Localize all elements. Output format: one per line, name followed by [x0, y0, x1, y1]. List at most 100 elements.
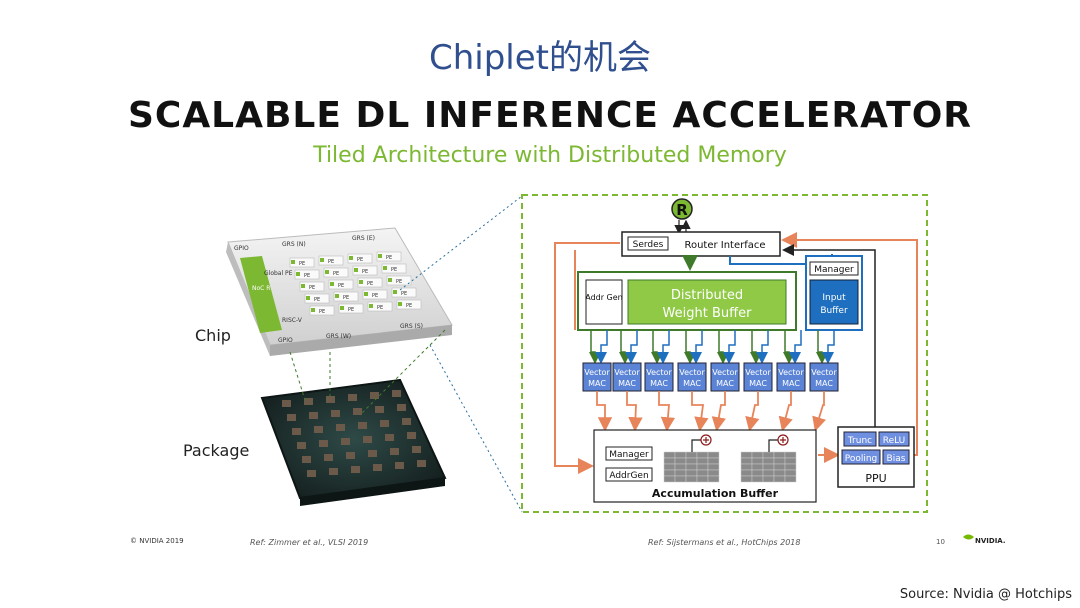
chip-die: NoC R GPIO GRS (N) GRS (E) Global PE RIS…: [226, 227, 453, 356]
package-die: [346, 452, 355, 459]
package-die: [292, 428, 301, 435]
pe-label: PE: [319, 309, 325, 315]
pe-tile: PE: [362, 289, 388, 300]
vector-mac-label-1: Vector: [811, 368, 837, 377]
pe-label: PE: [328, 259, 334, 265]
vector-mac-label-1: Vector: [745, 368, 771, 377]
vector-mac-label-1: Vector: [646, 368, 672, 377]
package-die: [282, 400, 291, 407]
serdes-box: [627, 236, 669, 251]
chip-label: Chip: [195, 326, 231, 345]
acc-manager-label: Manager: [609, 450, 649, 460]
vector-mac-label-2: MAC: [683, 379, 701, 388]
noc-r-label: NoC R: [252, 285, 270, 292]
input-manager-label: Manager: [814, 265, 854, 275]
package-die: [397, 404, 406, 411]
pe-label: PE: [348, 307, 354, 313]
router-symbol: R: [676, 201, 688, 219]
pe-tile: PE: [391, 287, 417, 298]
trunc-label: Trunc: [847, 436, 872, 446]
slide-title: Chiplet的机会: [428, 38, 651, 78]
subtitle: Tiled Architecture with Distributed Memo…: [313, 143, 787, 168]
package-die: [370, 392, 379, 399]
pe-label: PE: [386, 255, 392, 261]
pe-tile: PE: [304, 293, 330, 304]
pe-tile: PE: [367, 301, 393, 312]
package-die: [380, 420, 389, 427]
pe-label: PE: [333, 271, 339, 277]
relu-box: [878, 431, 910, 447]
accumulation-buffer-label: Accumulation Buffer: [652, 487, 779, 500]
package-die: [302, 456, 311, 463]
package: [260, 378, 447, 506]
pe-label: PE: [304, 273, 310, 279]
pe-label: PE: [343, 295, 349, 301]
package-die: [395, 462, 404, 469]
vector-mac-array: VectorMACVectorMACVectorMACVectorMACVect…: [582, 330, 839, 432]
vector-mac-label-1: Vector: [584, 368, 610, 377]
package-die: [341, 438, 350, 445]
pe-tile: PE: [386, 275, 412, 286]
pe-label: PE: [406, 303, 412, 309]
page-number: 10: [936, 538, 945, 546]
pe-label: PE: [367, 281, 373, 287]
pe-label: PE: [338, 283, 344, 289]
vector-mac-label-1: Vector: [778, 368, 804, 377]
pe-tile: PE: [299, 281, 325, 292]
package-die: [324, 454, 333, 461]
bias-label: Bias: [887, 454, 906, 464]
package-die: [348, 394, 357, 401]
package-die: [287, 414, 296, 421]
addr-gen-label: Addr Gen: [585, 293, 623, 302]
pe-tile: PE: [381, 263, 407, 274]
grs-s-label: GRS (S): [400, 323, 423, 330]
ref-sijstermans: Ref: Sijstermans et al., HotChips 2018: [648, 538, 800, 547]
package-die: [358, 422, 367, 429]
pe-label: PE: [362, 269, 368, 275]
router-icon: [671, 198, 693, 220]
ref-zimmer: Ref: Zimmer et al., VLSI 2019: [250, 538, 368, 547]
input-manager-box: [809, 261, 859, 276]
package-die: [390, 448, 399, 455]
pe-tile: PE: [338, 303, 364, 314]
package-die: [314, 426, 323, 433]
pe-tile: PE: [396, 299, 422, 310]
package-label: Package: [183, 441, 249, 460]
pe-label: PE: [372, 293, 378, 299]
pe-label: PE: [309, 285, 315, 291]
package-die: [307, 470, 316, 477]
package-die: [412, 446, 421, 453]
package-die: [304, 398, 313, 405]
pe-label: PE: [391, 267, 397, 273]
router-interface-label: Router Interface: [684, 240, 765, 251]
pe-label: PE: [396, 279, 402, 285]
package-die: [309, 412, 318, 419]
pe-label: PE: [357, 257, 363, 263]
gpio-bottom-label: GPIO: [278, 337, 293, 344]
grs-n-label: GRS (N): [282, 241, 306, 248]
vector-mac-label-2: MAC: [716, 379, 734, 388]
ppu-label: PPU: [865, 472, 886, 485]
package-die: [331, 410, 340, 417]
pe-tile: PE: [357, 277, 383, 288]
input-buffer-line1: Input: [822, 293, 846, 303]
accumulation-banks: [663, 434, 797, 483]
gpio-top-label: GPIO: [234, 245, 249, 252]
dwb-line1: Distributed: [671, 288, 743, 303]
accumulation-bank: [740, 434, 797, 483]
pe-tile: PE: [347, 253, 373, 264]
trunc-box: [843, 431, 877, 447]
package-die: [417, 460, 426, 467]
nvidia-logo-text: NVIDIA.: [975, 537, 1006, 545]
vector-mac-label-1: Vector: [679, 368, 705, 377]
package-die: [373, 464, 382, 471]
package-die: [329, 468, 338, 475]
distributed-weight-buffer: [627, 279, 787, 325]
bias-box: [882, 449, 910, 465]
